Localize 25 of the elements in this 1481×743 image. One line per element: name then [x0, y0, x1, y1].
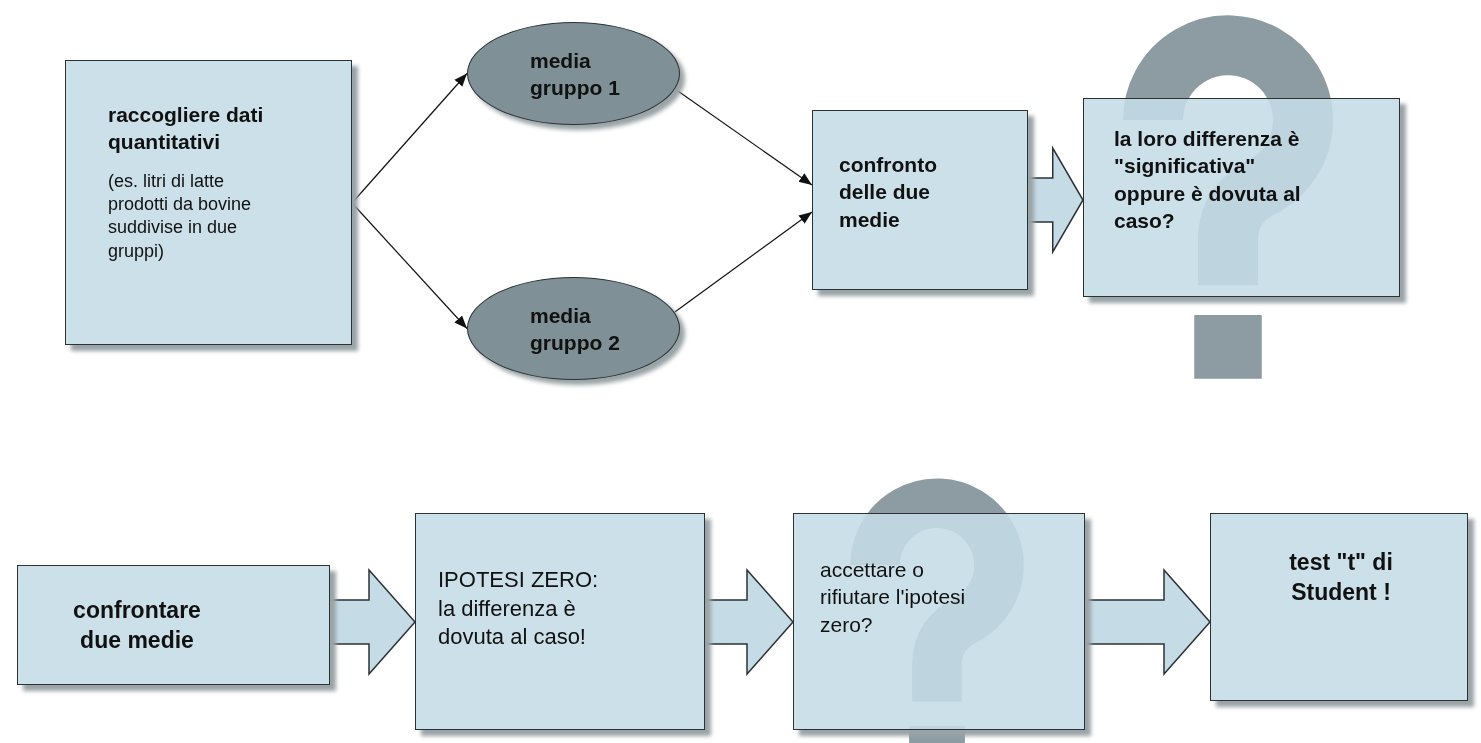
arrow — [673, 211, 813, 313]
node-label: raccogliere dati quantitativi — [108, 102, 265, 156]
process-box — [65, 60, 352, 345]
process-box — [1083, 98, 1400, 297]
node-label: IPOTESI ZERO: la differenza è dovuta al caso! — [438, 566, 600, 652]
node-note: (es. litri di latte prodotti da bovine suddivise in due gruppi) — [108, 169, 253, 263]
process-box — [1210, 513, 1468, 701]
process-box — [812, 110, 1028, 290]
block-arrow — [1027, 145, 1084, 255]
process-box — [17, 565, 330, 685]
node-label: la loro differenza è "significativa" oppure è dovuta al caso? — [1114, 126, 1302, 234]
block-arrow — [329, 568, 416, 676]
block-arrow — [704, 568, 794, 676]
node-label: media gruppo 1 — [530, 48, 621, 102]
process-box — [793, 513, 1085, 730]
node-label: accettare o rifiutare l'ipotesi zero? — [820, 557, 967, 638]
block-arrow — [1084, 568, 1211, 676]
node-label: media gruppo 2 — [530, 303, 621, 357]
arrow — [351, 72, 468, 204]
node-label: confronto delle due medie — [839, 152, 938, 233]
node-label: confrontare due medie — [72, 596, 202, 655]
arrow — [674, 88, 813, 186]
process-box — [415, 513, 705, 730]
arrow — [351, 202, 468, 330]
node-label: test "t" di Student ! — [1288, 548, 1394, 607]
